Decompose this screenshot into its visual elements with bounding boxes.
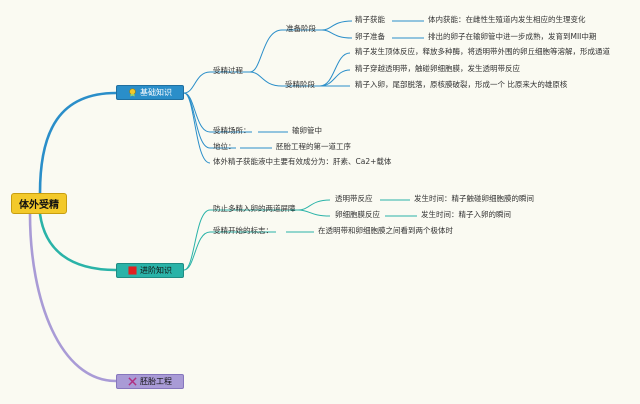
node-step-acrosome[interactable]: 精子发生顶体反应，释放多种酶，将透明带外围的卵丘细胞等溶解，形成通道 [355,47,610,56]
topic-embryo-engineering[interactable]: 胚胎工程 [116,374,184,389]
award-icon [129,88,136,97]
node-step-zona[interactable]: 精子穿越透明带，触碰卵细胞膜，发生透明带反应 [355,64,520,73]
node-sperm-capacitation[interactable]: 精子获能 [355,15,385,24]
node-fert-sign-value[interactable]: 在透明带和卵细胞膜之间看到两个极体时 [318,226,453,235]
node-sperm-capacitation-desc[interactable]: 体内获能：在雌性生殖道内发生相应的生理变化 [428,15,586,24]
node-egg-prep[interactable]: 卵子准备 [355,32,385,41]
topic-basic-knowledge[interactable]: 基础知识 [116,85,184,100]
branch-embryo [28,213,117,383]
tools-icon [128,377,137,386]
node-capacitation-medium[interactable]: 体外精子获能液中主要有效成分为：肝素、Ca2+载体 [213,157,392,166]
node-site-label[interactable]: 受精场所： [213,126,251,135]
node-egg-prep-desc[interactable]: 排出的卵子在输卵管中进一步成熟，发育到MII中期 [428,32,597,41]
topic-advanced-knowledge[interactable]: 进阶知识 [116,263,184,278]
node-step-pronucleus[interactable]: 精子入卵，尾部脱落，原核膜破裂，形成一个 比原来大的雄原核 [355,80,568,89]
node-status-label[interactable]: 地位： [213,142,236,151]
node-status-value[interactable]: 胚胎工程的第一道工序 [276,142,351,151]
node-fert-sign-label[interactable]: 受精开始的标志： [213,226,273,235]
red-square-icon [128,266,137,275]
root-node[interactable]: 体外受精 [11,193,67,214]
node-membrane-time[interactable]: 发生时间：精子入卵的瞬间 [421,210,511,219]
node-zona-reaction[interactable]: 透明带反应 [335,194,373,203]
branch-basic [38,91,117,194]
node-prep-stage[interactable]: 准备阶段 [286,24,316,33]
node-zona-time[interactable]: 发生时间：精子触碰卵细胞膜的瞬间 [414,194,534,203]
node-membrane-reaction[interactable]: 卵细胞膜反应 [335,210,380,219]
node-site-value[interactable]: 输卵管中 [292,126,322,135]
branch-advanced [38,213,117,272]
node-fertilization-process[interactable]: 受精过程 [213,66,243,75]
node-polyspermy-barrier[interactable]: 防止多精入卵的两道屏障 [213,204,296,213]
node-fert-stage[interactable]: 受精阶段 [285,80,315,89]
